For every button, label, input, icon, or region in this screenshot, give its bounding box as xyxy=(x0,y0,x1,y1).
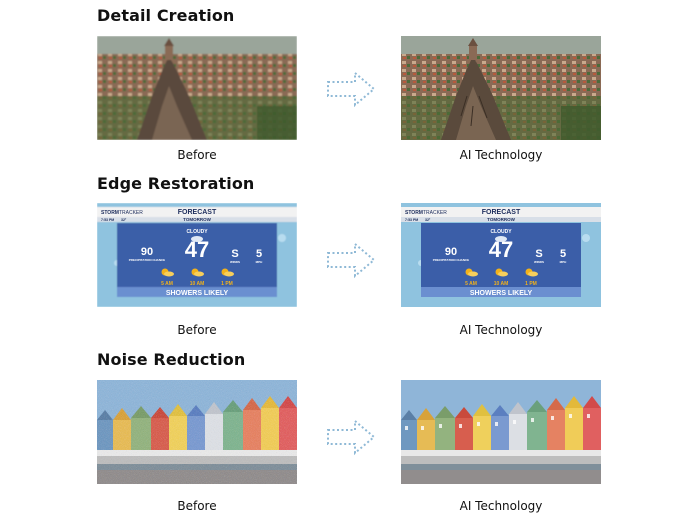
weather-condition: CLOUDY xyxy=(186,229,208,235)
section-title-edge-restoration: Edge Restoration xyxy=(97,174,255,193)
weather-precip-value: 90 xyxy=(141,246,153,258)
cloud-icon xyxy=(495,236,507,242)
weather-time-2: 10 AM xyxy=(494,281,509,287)
edge-after-caption: AI Technology xyxy=(459,323,543,337)
sun-cloud-icon xyxy=(161,268,234,277)
noise-after-image xyxy=(401,380,601,484)
weather-footer: SHOWERS LIKELY xyxy=(166,290,229,297)
noise-before-caption: Before xyxy=(177,499,217,513)
weather-time-3: 1 PM xyxy=(221,281,233,287)
weather-time-2: 10 AM xyxy=(190,281,205,287)
edge-after-image: STORMTRACKER 7:53 PM 32° FORECAST TOMORR… xyxy=(401,203,601,307)
detail-after-image xyxy=(401,36,601,140)
detail-before-caption: Before xyxy=(177,148,217,162)
weather-wind-dir: S xyxy=(535,248,542,260)
arrow-right-icon xyxy=(325,418,377,456)
weather-wind-dir: S xyxy=(231,248,238,260)
weather-precip-value: 90 xyxy=(445,246,457,258)
weather-subheader: TOMORROW xyxy=(183,217,211,222)
section-title-noise-reduction: Noise Reduction xyxy=(97,350,246,369)
weather-precip-label: PRECIPITATION CHANCE xyxy=(433,258,469,262)
arrow-right-icon xyxy=(325,241,377,279)
weather-wind-unit: MPH xyxy=(560,260,567,264)
weather-wind-speed: 5 xyxy=(560,248,566,260)
weather-header: FORECAST xyxy=(178,209,217,216)
weather-time: 7:53 PM xyxy=(101,218,114,222)
weather-time-1: 5 AM xyxy=(465,281,477,287)
weather-footer: SHOWERS LIKELY xyxy=(470,290,533,297)
edge-before-image: STORMTRACKER 7:53 PM 32° FORECAST TOMORR… xyxy=(97,203,297,307)
noise-after-caption: AI Technology xyxy=(459,499,543,513)
weather-header: FORECAST xyxy=(482,209,521,216)
weather-time-1: 5 AM xyxy=(161,281,173,287)
weather-brand: STORMTRACKER xyxy=(405,210,447,216)
weather-condition: CLOUDY xyxy=(490,229,512,235)
weather-temp-small: 32° xyxy=(425,218,431,222)
weather-time: 7:53 PM xyxy=(405,218,418,222)
cloud-icon xyxy=(191,236,203,242)
weather-subheader: TOMORROW xyxy=(487,217,515,222)
section-title-detail-creation: Detail Creation xyxy=(97,6,235,25)
weather-temp-small: 32° xyxy=(121,218,127,222)
weather-wind-label: WINDS xyxy=(534,260,544,264)
arrow-right-icon xyxy=(325,70,377,108)
weather-precip-label: PRECIPITATION CHANCE xyxy=(129,258,165,262)
noise-before-image xyxy=(97,380,297,484)
sun-cloud-icon xyxy=(465,268,538,277)
detail-after-caption: AI Technology xyxy=(459,148,543,162)
detail-before-image xyxy=(97,36,297,140)
edge-before-caption: Before xyxy=(177,323,217,337)
weather-time-3: 1 PM xyxy=(525,281,537,287)
weather-wind-speed: 5 xyxy=(256,248,262,260)
weather-wind-unit: MPH xyxy=(256,260,263,264)
weather-wind-label: WINDS xyxy=(230,260,240,264)
weather-brand: STORMTRACKER xyxy=(101,210,143,216)
